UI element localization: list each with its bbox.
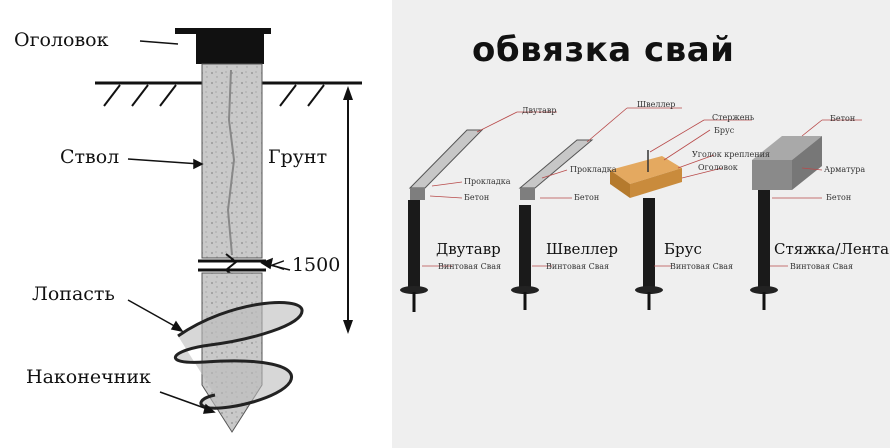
timber-part-3: Уголок крепления bbox=[692, 150, 770, 159]
pile-blade bbox=[173, 301, 304, 410]
pile-channel bbox=[511, 139, 594, 310]
binding-title: обвязка свай bbox=[472, 30, 735, 70]
strip-pile-label: Винтовая Свая bbox=[790, 262, 854, 271]
pile-binding-panel: обвязка свай Двутавр Прокладка Бетон Дву… bbox=[392, 0, 890, 448]
ibeam-part-2: Прокладка bbox=[464, 177, 511, 186]
strip-name: Стяжка/Лента bbox=[774, 240, 890, 258]
ground-hatching bbox=[103, 84, 325, 107]
strip-part-2: Арматура bbox=[824, 165, 866, 174]
channel-part-3: Бетон bbox=[574, 193, 600, 202]
shaft-label: Ствол bbox=[60, 146, 120, 168]
blade-label: Лопасть bbox=[32, 283, 115, 305]
ibeam-part-3: Бетон bbox=[464, 193, 490, 202]
callout-lines bbox=[422, 107, 862, 267]
pile-strip bbox=[750, 136, 822, 310]
pile-ibeam bbox=[400, 129, 484, 312]
channel-part-1: Швеллер bbox=[637, 100, 676, 109]
depth-label: < 1500 bbox=[270, 254, 341, 276]
screw-pile-schematic: Оголовок Ствол Грунт < 1500 Лопасть Нако… bbox=[0, 0, 392, 448]
head-label: Оголовок bbox=[14, 29, 109, 51]
pile-binding-drawing bbox=[400, 107, 862, 312]
timber-pile-label: Винтовая Свая bbox=[670, 262, 734, 271]
timber-name: Брус bbox=[664, 240, 702, 258]
ibeam-part-1: Двутавр bbox=[522, 106, 557, 115]
pile-head-cap bbox=[175, 28, 271, 34]
pile-timber bbox=[610, 150, 682, 310]
channel-part-2: Прокладка bbox=[570, 165, 617, 174]
soil-label: Грунт bbox=[268, 146, 328, 168]
strip-part-1: Бетон bbox=[830, 114, 856, 123]
leader-arrows bbox=[127, 40, 291, 414]
channel-pile-label: Винтовая Свая bbox=[546, 262, 610, 271]
pile-shaft-upper bbox=[201, 63, 263, 259]
timber-part-1: Стержень bbox=[712, 113, 755, 122]
channel-name: Швеллер bbox=[546, 240, 618, 258]
pile-head-block bbox=[196, 34, 264, 64]
ibeam-name: Двутавр bbox=[436, 240, 501, 258]
strip-part-3: Бетон bbox=[826, 193, 852, 202]
timber-part-4: Оголовок bbox=[698, 163, 738, 172]
ibeam-pile-label: Винтовая Свая bbox=[438, 262, 502, 271]
timber-part-2: Брус bbox=[714, 126, 735, 135]
tip-label: Наконечник bbox=[26, 366, 151, 388]
screw-pile-drawing bbox=[95, 28, 362, 433]
